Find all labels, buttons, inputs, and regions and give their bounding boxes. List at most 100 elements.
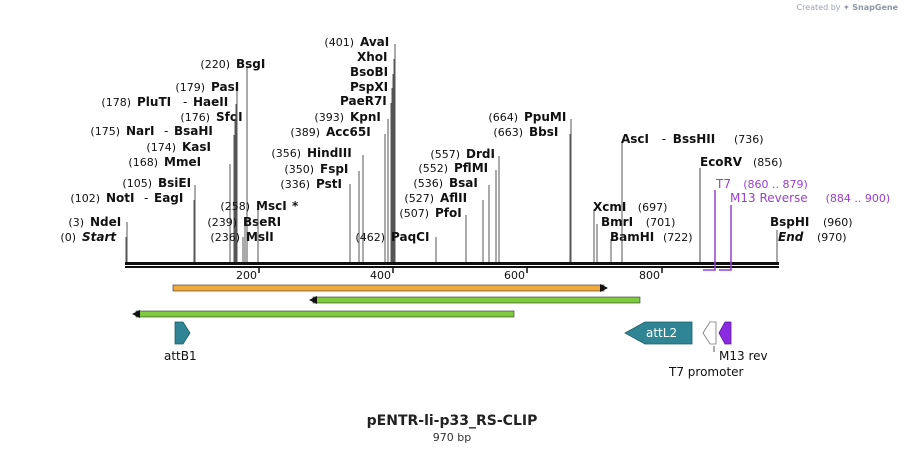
ruler-tick-label: 400 (370, 269, 391, 282)
t7-promoter-arrow (702, 321, 717, 345)
site-name: PasI (211, 80, 239, 94)
site-position: (239) (207, 216, 237, 229)
site-name: BbsI (529, 125, 558, 139)
site-name: PaeR7I (340, 94, 387, 108)
orf-2 (309, 296, 641, 304)
site-position: (664) (488, 111, 518, 124)
site-position: (0) (60, 231, 76, 244)
site-name: DrdI (466, 147, 495, 161)
site-name: FspI (320, 162, 348, 176)
site-position: (701) (646, 216, 676, 229)
site-position: (174) (146, 141, 176, 154)
site-name: AvaI (360, 35, 389, 49)
watermark: Created by ✦ SnapGene (796, 3, 898, 12)
site-position: (389) (290, 126, 320, 139)
site-position: (884 .. 900) (826, 192, 891, 205)
site-name: BmrI (601, 215, 633, 229)
site-star: * (292, 199, 299, 213)
site-dash: - (164, 124, 168, 138)
site-name-alt: EagI (154, 191, 183, 205)
site-name: BamHI (610, 230, 654, 244)
site-position: (105) (122, 177, 152, 190)
site-position: (527) (404, 192, 434, 205)
site-name: EcoRV (700, 155, 743, 169)
site-name: T7 (715, 177, 731, 191)
site-position: (462) (355, 231, 385, 244)
site-position: (736) (734, 133, 764, 146)
site-name: NdeI (90, 215, 121, 229)
site-position: (860 .. 879) (743, 178, 808, 191)
attl2-label: attL2 (646, 326, 677, 340)
site-name: XcmI (593, 200, 626, 214)
orf-1-bar (172, 284, 605, 292)
site-name: PflMI (454, 161, 488, 175)
site-position: (507) (399, 207, 429, 220)
m13-rev-label: M13 rev (719, 349, 768, 363)
site-name: PaqCI (391, 230, 429, 244)
site-dash: - (144, 191, 148, 205)
site-position: (336) (280, 178, 310, 191)
site-name: MmeI (164, 155, 201, 169)
site-position: (356) (271, 147, 301, 160)
ruler-tick-label: 800 (639, 269, 660, 282)
orf-3 (132, 310, 515, 318)
site-position: (178) (101, 96, 131, 109)
plasmid-size: 970 bp (432, 431, 472, 444)
site-position: (401) (324, 36, 354, 49)
site-name: PpuMI (524, 110, 566, 124)
site-name: Start (82, 230, 117, 244)
site-position: (176) (180, 111, 210, 124)
site-name: PstI (316, 177, 342, 191)
m13-rev-arrow (718, 321, 732, 345)
ruler-tick-label: 200 (236, 269, 257, 282)
site-name: MscI (256, 199, 287, 213)
orf-3-arrowhead (132, 310, 140, 318)
site-position: (697) (638, 201, 668, 214)
site-position: (220) (200, 58, 230, 71)
site-position: (258) (220, 200, 250, 213)
site-position: (536) (413, 177, 443, 190)
site-position: (236) (210, 231, 240, 244)
orf-1-arrowhead (600, 284, 608, 292)
site-dash: - (183, 95, 187, 109)
site-name: BsaI (449, 176, 478, 190)
site-position: (552) (418, 162, 448, 175)
attb1-arrow (174, 321, 191, 345)
site-position: (179) (175, 81, 205, 94)
site-name-alt: BsaHI (174, 124, 213, 138)
site-name: NotI (106, 191, 135, 205)
site-name: PfoI (435, 206, 462, 220)
site-name: NarI (126, 124, 155, 138)
site-name: HindIII (307, 146, 352, 160)
site-position: (393) (314, 111, 344, 124)
site-name: M13 Reverse (730, 191, 808, 205)
backbone-top-strand (125, 262, 779, 265)
site-position: (168) (128, 156, 158, 169)
site-name: BsoBI (350, 65, 388, 79)
site-name: XhoI (357, 50, 388, 64)
snapgene-logo-icon: ✦ (843, 3, 850, 12)
site-name: BseRI (243, 215, 281, 229)
orf-2-bar (312, 296, 641, 304)
site-name: AscI (621, 132, 649, 146)
site-name-alt: HaeII (193, 95, 228, 109)
site-position: (175) (90, 125, 120, 138)
site-position: (102) (70, 192, 100, 205)
site-position: (960) (823, 216, 853, 229)
orf-3-bar (135, 310, 515, 318)
site-name: KpnI (350, 110, 381, 124)
t7-bracket (703, 190, 716, 271)
site-position: (557) (430, 148, 460, 161)
attb1-label: attB1 (164, 349, 197, 363)
site-name: PluTI (137, 95, 171, 109)
watermark-brand: SnapGene (852, 3, 898, 12)
site-name: AflII (440, 191, 467, 205)
site-name: PspXI (350, 80, 388, 94)
site-name: BspHI (770, 215, 809, 229)
attl2-arrow (624, 321, 693, 345)
site-name: MslI (246, 230, 274, 244)
site-name: KasI (182, 140, 211, 154)
orf-1 (172, 284, 608, 292)
site-name: BsgI (236, 57, 265, 71)
